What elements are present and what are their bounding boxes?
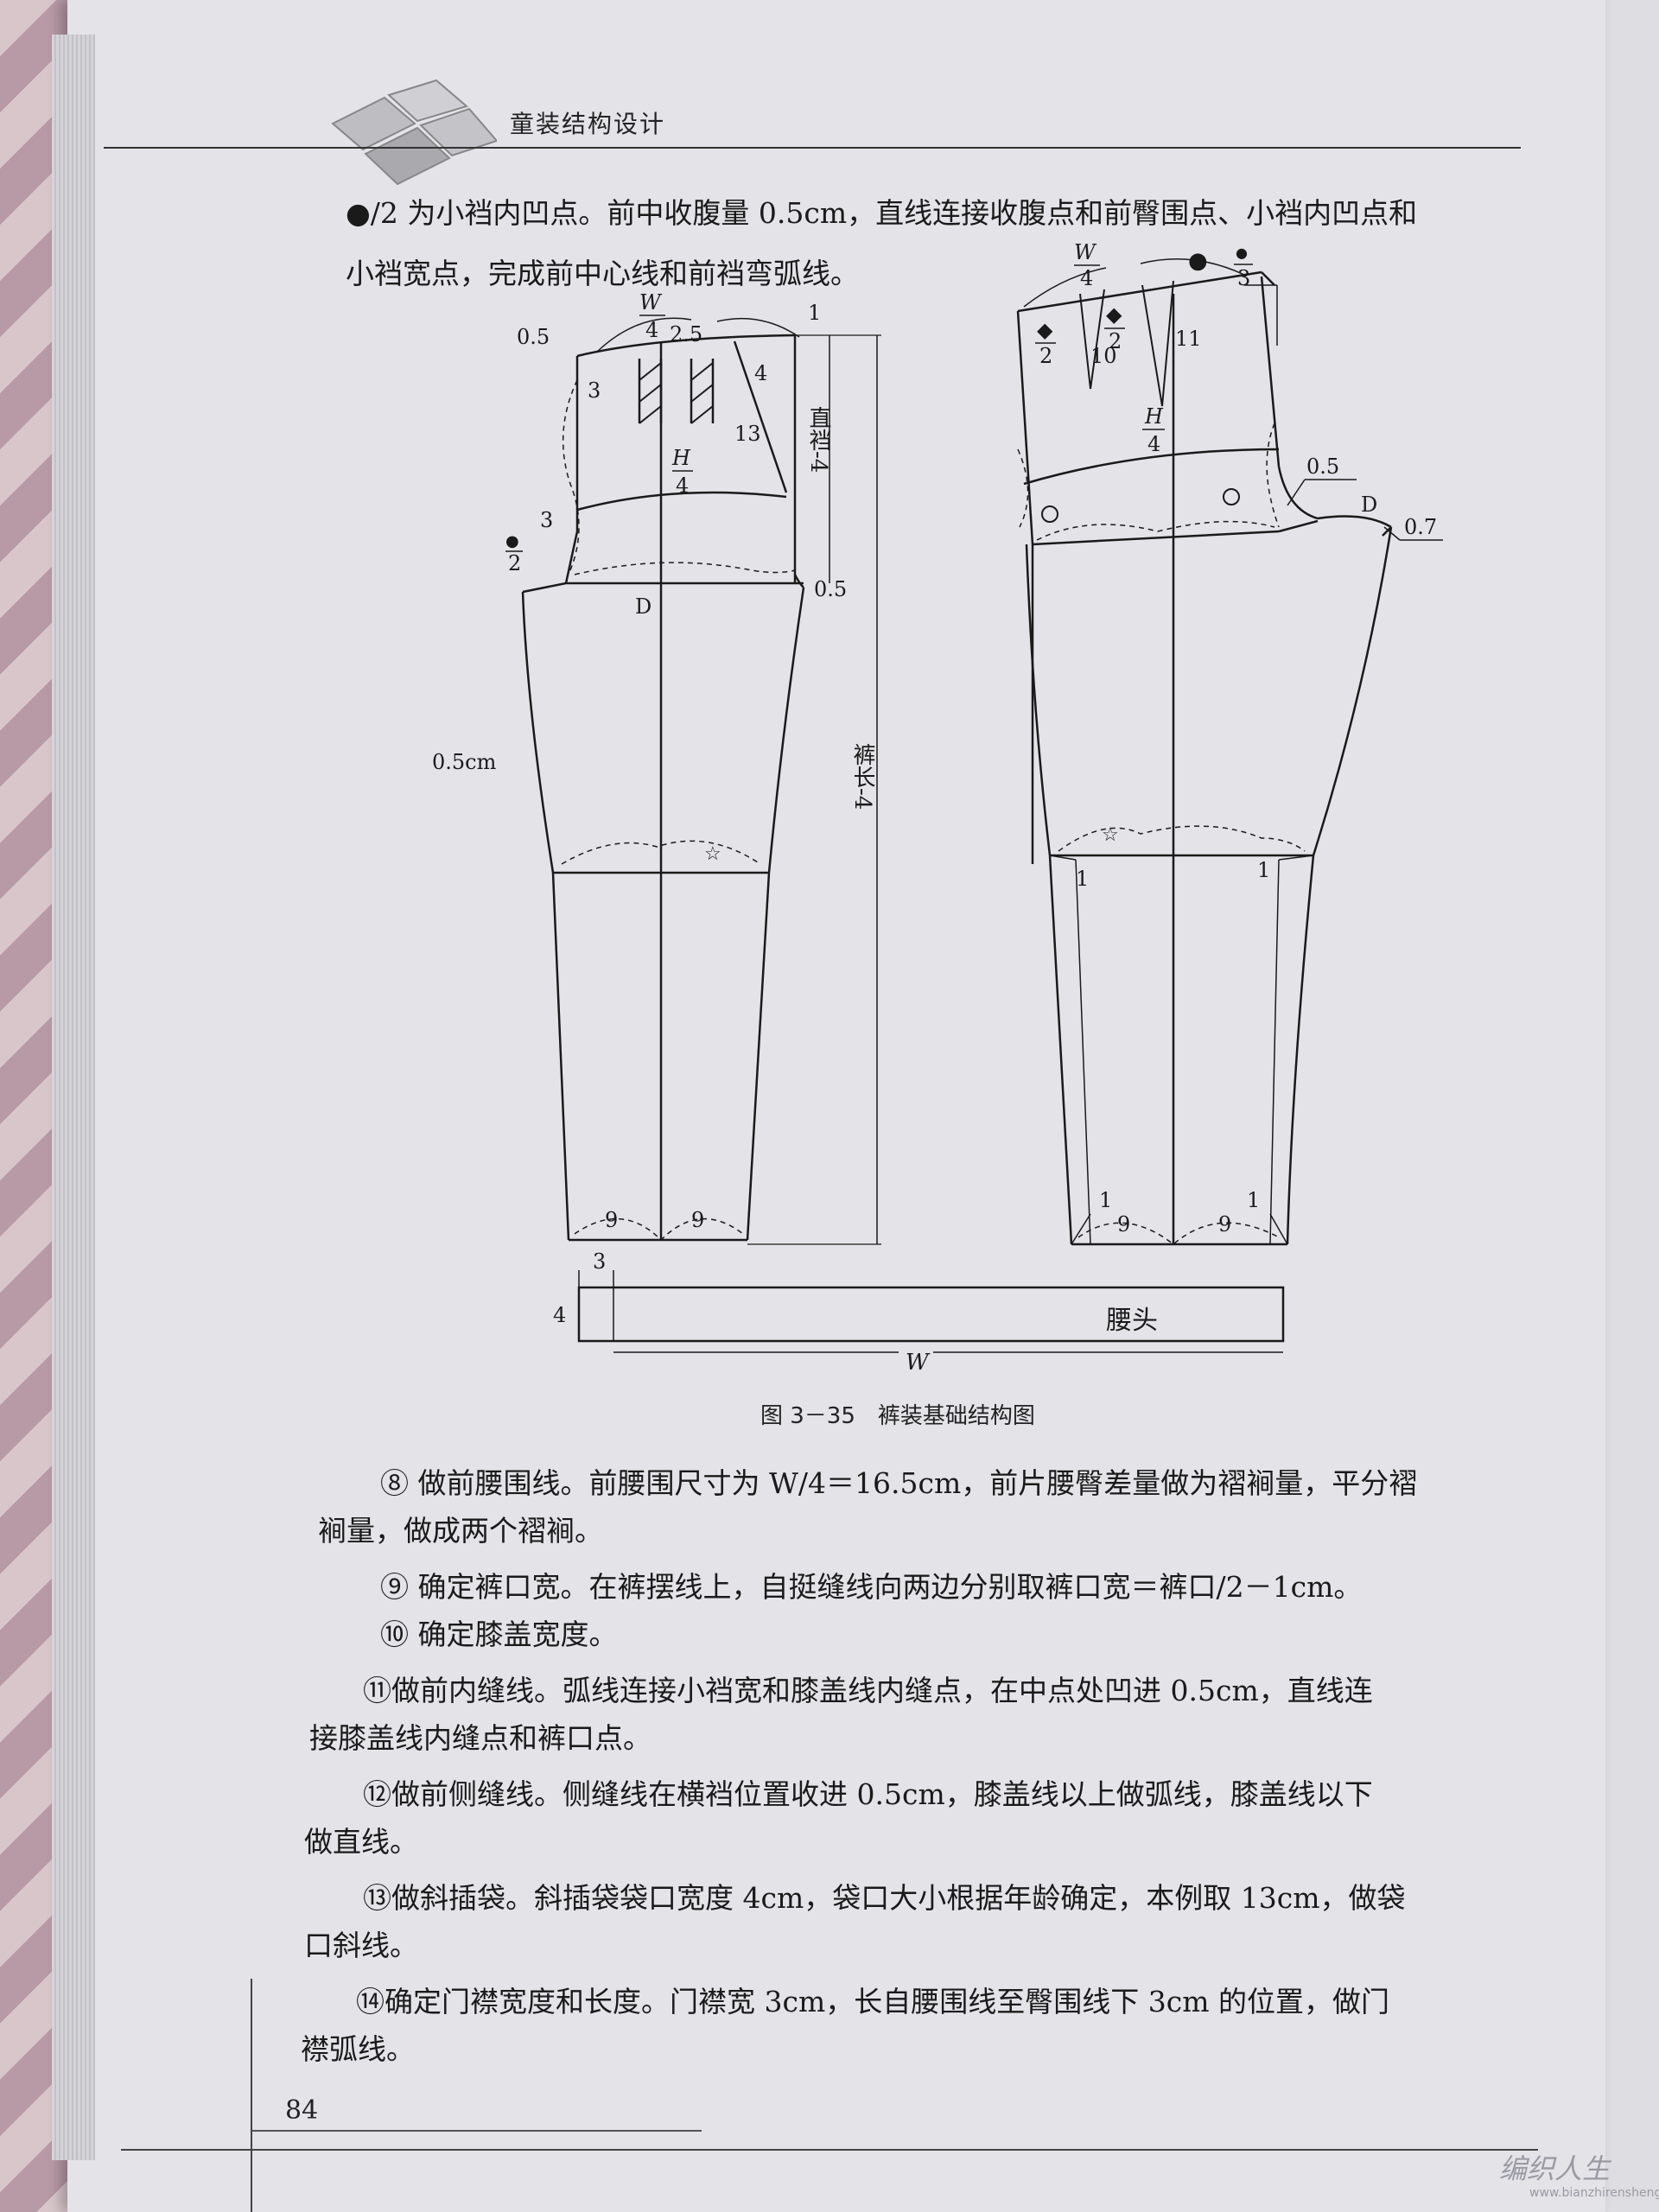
back-label-0.7: 0.7	[1404, 515, 1437, 539]
front-length-dim: 裤长-4	[849, 743, 875, 810]
front-star-mark: ☆	[704, 843, 721, 865]
back-hem-r9: 9	[1218, 1212, 1231, 1236]
back-dot-small: ●	[1236, 245, 1248, 261]
body-line-4: ⑩ 确定膝盖宽度。	[380, 1618, 618, 1651]
front-label-top-left: 0.5	[517, 325, 550, 349]
pattern-diagram: 0.5 W 4 2.5 1 3 4 13 H 4 3 ● 2 D 0.5 0.5…	[432, 240, 1443, 1376]
intro-line-2: 小裆宽点，完成前中心线和前裆弯弧线。	[346, 257, 859, 290]
back-hip-den: 4	[1147, 432, 1160, 456]
back-hem-l9: 9	[1117, 1212, 1130, 1236]
back-dot-num: ●	[1188, 248, 1208, 274]
body-line-8: 做直线。	[304, 1825, 418, 1859]
body-line-6: 接膝盖线内缝点和裤口点。	[309, 1721, 652, 1755]
back-trouser-piece	[1016, 258, 1443, 1246]
back-knee-left: 1	[1076, 867, 1089, 891]
front-waist-extra: 2.5	[670, 322, 702, 346]
front-hip-num: H	[671, 446, 691, 470]
front-side-0.5cm: 0.5cm	[432, 750, 497, 774]
body-line-11: ⑭确定门襟宽度和长度。门襟宽 3cm，长自腰围线至臀围线下 3cm 的位置，做门	[356, 1985, 1390, 2018]
book-page	[67, 0, 1605, 2212]
front-trouser-piece	[521, 317, 881, 1245]
back-star-mark: ☆	[1102, 824, 1119, 846]
waistband-label-3: 3	[593, 1249, 606, 1274]
header-rule	[104, 147, 1521, 149]
back-label-0.5: 0.5	[1306, 454, 1339, 479]
front-dot-num: ●	[505, 532, 519, 550]
back-hip-num: H	[1144, 404, 1164, 429]
front-label-13: 13	[734, 422, 761, 446]
intro-line-1: ●/2 为小裆内凹点。前中收腹量 0.5cm，直线连接收腹点和前臀围点、小裆内凹…	[346, 196, 1418, 230]
front-label-3b: 3	[540, 508, 553, 532]
running-header-title: 童装结构设计	[510, 110, 666, 138]
back-waist-den: 4	[1080, 266, 1093, 290]
watermark-url: www.bianzhirensheng.com	[1529, 2186, 1659, 2200]
body-line-5: ⑪做前内缝线。弧线连接小裆宽和膝盖线内缝点，在中点处凹进 0.5cm，直线连	[363, 1674, 1373, 1707]
front-hem-left: 9	[605, 1208, 618, 1232]
header-logo-squares	[331, 79, 497, 186]
back-diamond2-num: ◆	[1106, 302, 1122, 327]
front-dot-den: 2	[508, 551, 521, 575]
body-line-1: ⑧ 做前腰围线。前腰围尺寸为 W/4＝16.5cm，前片腰臀差量做为褶裥量，平分…	[380, 1466, 1418, 1500]
body-line-7: ⑫做前侧缝线。侧缝线在横裆位置收进 0.5cm，膝盖线以上做弧线，膝盖线以下	[363, 1777, 1373, 1811]
front-label-4: 4	[754, 361, 767, 385]
front-hem-right: 9	[691, 1208, 704, 1232]
front-hip-den: 4	[676, 474, 689, 498]
back-hem-r1: 1	[1247, 1188, 1260, 1212]
body-line-12: 襟弧线。	[301, 2032, 415, 2066]
front-waist-den: 4	[645, 318, 658, 342]
front-label-0.5: 0.5	[814, 577, 847, 601]
back-diamond2-den: 2	[1109, 329, 1122, 353]
front-waist-num: W	[639, 290, 663, 315]
footer-short-rule	[252, 2130, 702, 2132]
back-dot-den: 3	[1237, 266, 1250, 290]
back-knee-right: 1	[1257, 858, 1270, 882]
body-line-2: 裥量，做成两个褶裥。	[318, 1514, 603, 1548]
front-label-3a: 3	[588, 378, 601, 403]
watermark-logo-text: 编织人生	[1499, 2152, 1611, 2185]
waistband-piece	[577, 1270, 1285, 1353]
back-dart-11: 11	[1175, 327, 1202, 351]
back-notch-circle-right	[1223, 488, 1240, 505]
page-number: 84	[285, 2095, 319, 2126]
waistband-name: 腰头	[1106, 1306, 1158, 1336]
waistband-label-4: 4	[553, 1303, 566, 1327]
footer-vertical-rule	[251, 1979, 252, 2212]
body-line-10: 口斜线。	[304, 1929, 418, 1962]
page-stack-edges	[52, 35, 95, 2160]
body-line-3: ⑨ 确定裤口宽。在裤摆线上，自挺缝线向两边分别取裤口宽＝裤口/2－1cm。	[380, 1570, 1363, 1604]
figure-caption: 图 3－35 裤装基础结构图	[760, 1403, 1035, 1429]
body-line-9: ⑬做斜插袋。斜插袋袋口宽度 4cm，袋口大小根据年龄确定，本例取 13cm，做袋	[363, 1881, 1406, 1915]
footer-rule	[121, 2149, 1538, 2151]
back-waist-num: W	[1074, 240, 1097, 264]
back-dart-10: 10	[1090, 344, 1117, 368]
front-label-top-right: 1	[808, 301, 821, 325]
front-label-D: D	[635, 594, 652, 619]
back-label-D: D	[1361, 493, 1377, 517]
back-notch-circle-left	[1041, 505, 1058, 523]
waistband-length-W: W	[906, 1350, 931, 1376]
back-hem-l1: 1	[1099, 1188, 1112, 1212]
back-diamond1-num: ◆	[1037, 318, 1053, 342]
back-diamond1-den: 2	[1039, 344, 1052, 368]
front-crotch-depth-dim: 直裆-4	[805, 406, 831, 473]
